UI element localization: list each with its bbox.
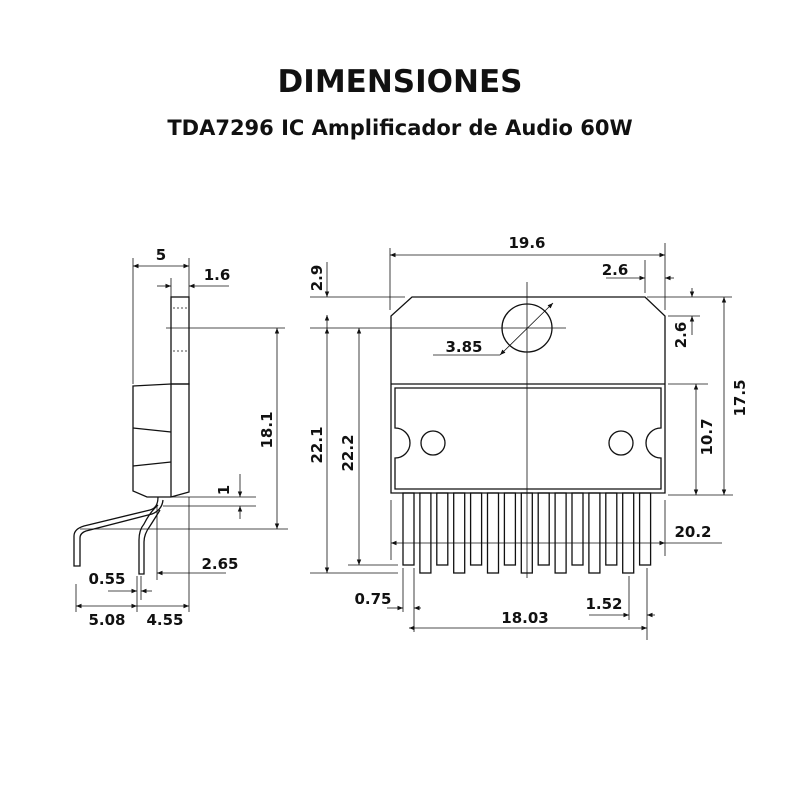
pin	[419, 492, 432, 574]
pin	[486, 492, 500, 574]
pins	[402, 492, 652, 574]
dim-4-55: 4.55	[146, 611, 183, 629]
front-inner-outline	[394, 387, 662, 490]
side-view: 5 1.6 18.1 1 2.65 0.55 5.08 4.55	[73, 246, 288, 629]
dim-0-75: 0.75	[354, 590, 391, 608]
dim-22-2: 22.2	[339, 434, 357, 471]
dim-2-6-horizontal: 2.6	[602, 261, 629, 279]
dim-5-08: 5.08	[88, 611, 125, 629]
dim-19-6: 19.6	[508, 234, 545, 252]
side-lead-outer	[73, 496, 164, 567]
pin	[453, 492, 466, 574]
right-hole	[608, 430, 634, 456]
pin	[503, 492, 517, 566]
left-hole	[420, 430, 446, 456]
dim-17-5: 17.5	[731, 379, 749, 416]
pin	[554, 492, 567, 574]
page-title: DIMENSIONES	[277, 64, 523, 100]
pin	[537, 492, 550, 566]
front-view: 19.6 2.6 2.9 2.6 3.85 10.7 17.5 22.1 22.…	[308, 234, 749, 640]
page-subtitle: TDA7296 IC Amplificador de Audio 60W	[167, 116, 633, 140]
pin	[605, 492, 618, 566]
pin	[520, 492, 533, 574]
dim-18-1: 18.1	[258, 411, 276, 448]
dim-1: 1	[215, 485, 233, 495]
pin	[571, 492, 584, 566]
pin	[638, 492, 652, 566]
dim-18-03: 18.03	[501, 609, 548, 627]
dim-10-7: 10.7	[698, 418, 716, 455]
side-body	[132, 383, 190, 498]
dim-0-55: 0.55	[88, 570, 125, 588]
dim-3-85: 3.85	[445, 338, 482, 356]
side-lead-inner	[138, 504, 161, 575]
dim-22-1: 22.1	[308, 426, 326, 463]
pin	[436, 492, 449, 566]
pin	[622, 492, 635, 574]
side-tab	[170, 296, 190, 385]
pin	[469, 492, 483, 566]
dim-5: 5	[156, 246, 166, 264]
pin	[402, 492, 415, 566]
pin	[588, 492, 601, 574]
dim-2-9: 2.9	[308, 265, 326, 292]
dim-2-6-vertical: 2.6	[672, 322, 690, 349]
dim-1-52: 1.52	[585, 595, 622, 613]
front-body	[390, 296, 666, 494]
dim-20-2: 20.2	[674, 523, 711, 541]
dim-2-65: 2.65	[201, 555, 238, 573]
dim-1-6: 1.6	[204, 266, 231, 284]
